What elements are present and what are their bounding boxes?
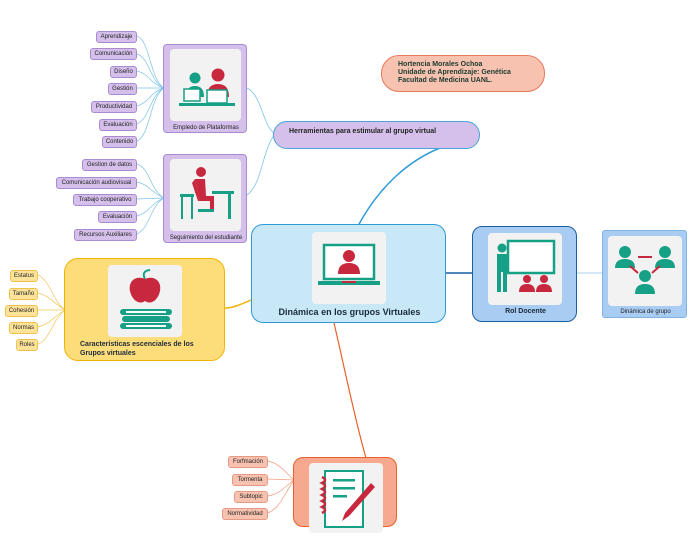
tag-cohesion[interactable]: Cohesión	[5, 305, 38, 317]
seguimiento-label: Seguimiento del estudiante	[169, 235, 243, 241]
tag-diseno[interactable]: Diseño	[110, 66, 137, 78]
author-name: Hortencia Morales Ochoa	[398, 61, 483, 68]
rol-docente-node[interactable]: Rol Docente	[472, 226, 577, 322]
herramientas-label: Herramientas para estimular al grupo vir…	[289, 128, 437, 135]
dinamica-grupo-node[interactable]: Dinámica de grupo	[602, 230, 687, 318]
tag-aprendizaje[interactable]: Aprendizaje	[96, 31, 137, 43]
author-faculty: Facultad de Medicina UANL.	[398, 77, 493, 84]
tag-tamano[interactable]: Tamaño	[9, 288, 38, 300]
central-topic-label: Dinámica en los grupos Virtuales	[278, 307, 421, 317]
tag-trabajo-cooperativo[interactable]: Trabajo cooperativo	[73, 194, 137, 206]
tag-recursos-auxiliares[interactable]: Recursos Auxiliares	[74, 229, 137, 241]
tag-comunicacion[interactable]: Comunicación	[90, 48, 137, 60]
tag-normas[interactable]: Normas	[9, 322, 38, 334]
tag-tormenta[interactable]: Tormenta	[232, 474, 268, 486]
tag-normatividad[interactable]: Normatividad	[222, 508, 268, 520]
teacher-board-icon	[488, 233, 562, 305]
author-note[interactable]: Hortencia Morales Ochoa Unidade de Apren…	[381, 55, 545, 92]
tag-roles[interactable]: Roles	[16, 339, 38, 351]
notepad-pen-icon	[309, 463, 383, 533]
group-dynamics-icon	[608, 236, 682, 306]
connector-lines	[37, 35, 602, 514]
tag-productividad[interactable]: Productividad	[91, 101, 137, 113]
tag-gestion-datos[interactable]: Gestion de datos	[82, 159, 137, 171]
empleo-plataformas-card[interactable]: Empledo de Plataformas	[163, 44, 247, 133]
dinamica-grupo-label: Dinámica de grupo	[620, 309, 671, 315]
tag-evaluacion-2[interactable]: Evaluación	[98, 211, 137, 223]
central-topic[interactable]: Dinámica en los grupos Virtuales	[251, 224, 446, 323]
tag-evaluacion[interactable]: Evaluación	[99, 119, 137, 131]
rol-docente-label: Rol Docente	[505, 308, 546, 315]
tag-estatus[interactable]: Estatus	[10, 270, 38, 282]
author-unit: Unidade de Aprendizaje: Genética	[398, 69, 511, 76]
caracteristicas-label: Características escenciales de los Grupo…	[80, 341, 194, 357]
caracteristicas-node[interactable]: Características escenciales de los Grupo…	[64, 258, 225, 361]
online-teacher-icon	[312, 232, 386, 304]
student-desk-icon	[170, 159, 241, 231]
empleo-plataformas-label: Empledo de Plataformas	[173, 125, 239, 131]
seguimiento-card[interactable]: Seguimiento del estudiante	[163, 154, 247, 243]
tag-forfmacion[interactable]: Forfmación	[228, 456, 268, 468]
apple-books-icon	[108, 265, 182, 337]
tag-subtopic[interactable]: Subtopic	[234, 491, 268, 503]
herramientas-node[interactable]: Herramientas para estimular al grupo vir…	[273, 121, 480, 149]
tag-gestion[interactable]: Gestión	[108, 83, 137, 95]
tag-contenido[interactable]: Contenido	[102, 136, 137, 148]
bottom-node[interactable]	[293, 457, 397, 533]
tag-comunicacion-audiovisual[interactable]: Comunicación audiovisual	[56, 177, 137, 189]
computer-users-icon	[170, 49, 241, 121]
